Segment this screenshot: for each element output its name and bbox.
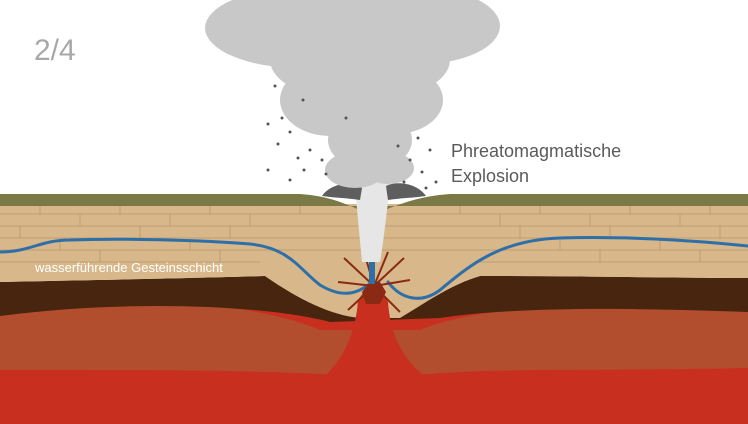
aquifer-label: wasserführende Gesteinsschicht <box>34 260 223 275</box>
magma-conduit <box>320 286 430 380</box>
steam-column <box>354 170 392 262</box>
water-contact <box>369 262 375 284</box>
magma-contact-blob <box>362 282 386 304</box>
explosion-label-line1: Phreatomagmatische <box>451 141 621 161</box>
step-indicator: 2/4 <box>34 34 76 67</box>
ash-cloud <box>205 0 500 188</box>
ejecta-right <box>386 183 426 200</box>
ground-surface <box>0 194 748 210</box>
ash-particles <box>266 84 438 190</box>
water-table-line <box>0 235 748 300</box>
explosion-label-line2: Explosion <box>451 166 529 186</box>
dark-rock-layer <box>0 276 748 322</box>
